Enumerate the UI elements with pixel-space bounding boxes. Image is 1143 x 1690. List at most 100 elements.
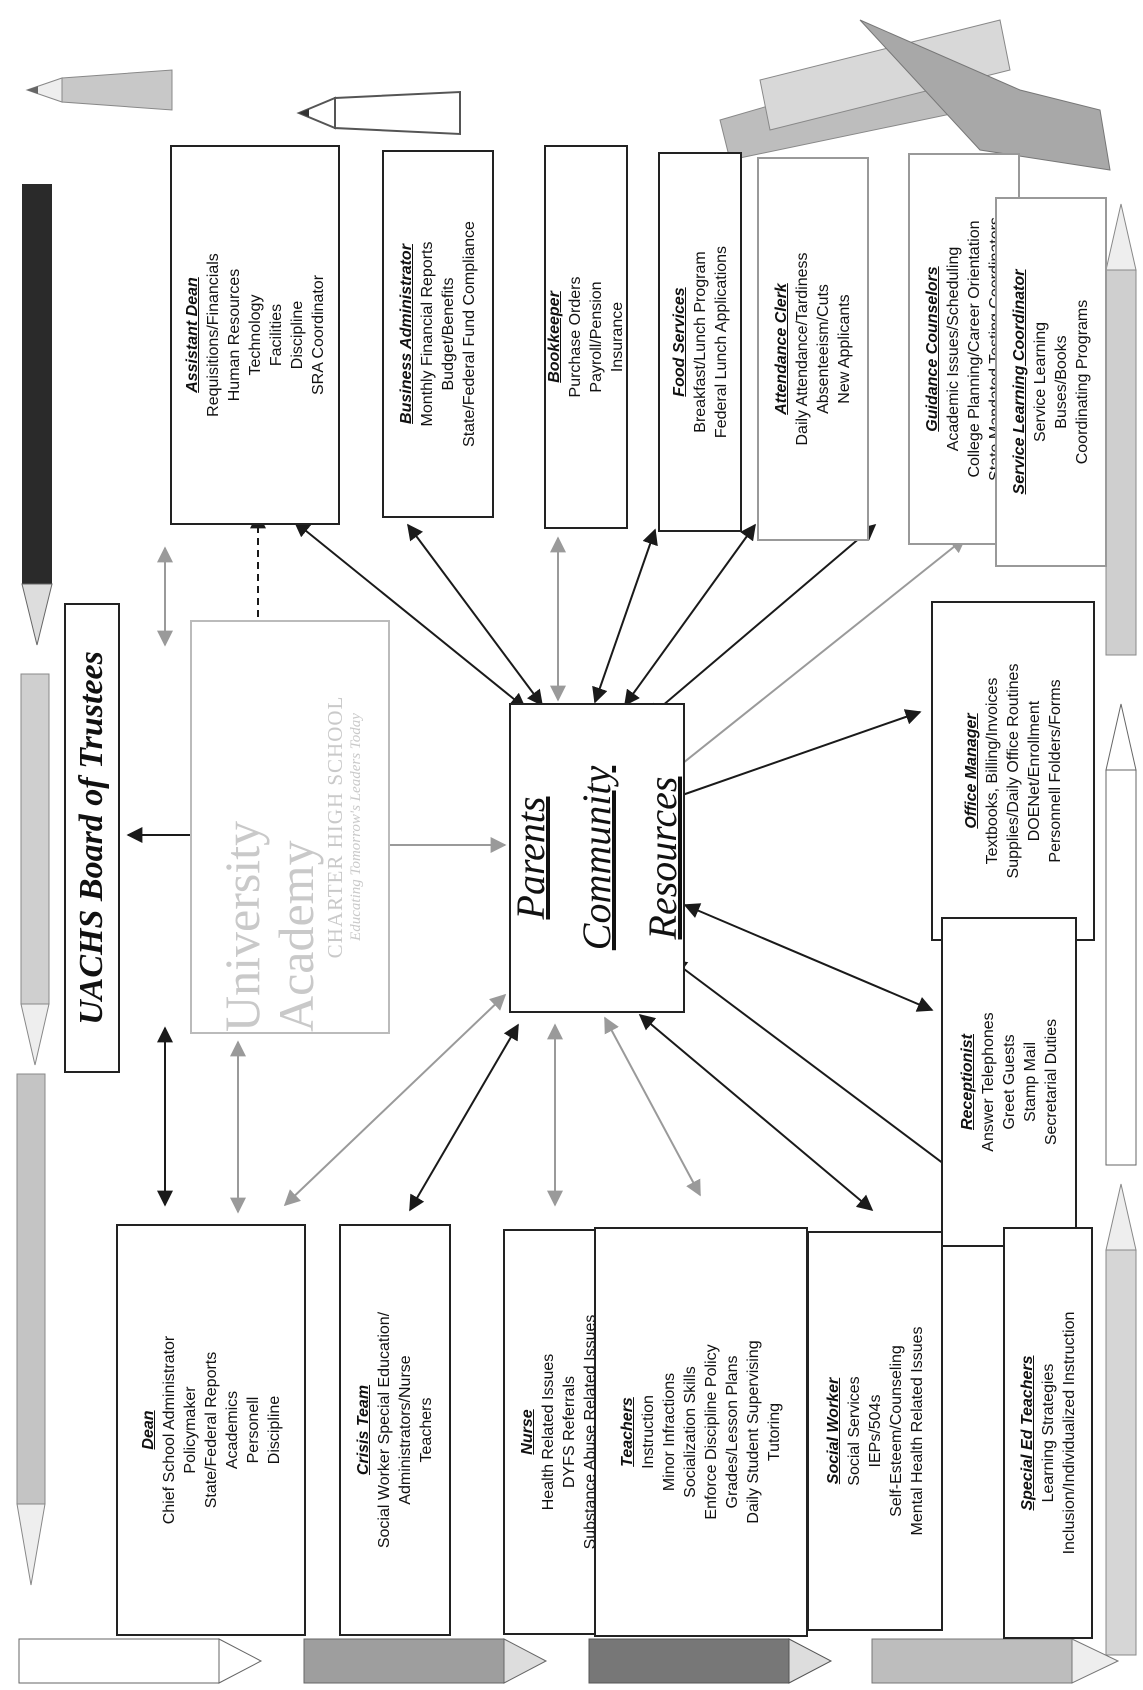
social-worker-title: Social Worker <box>824 1377 842 1485</box>
service-learning-coordinator-box: Service Learning Coordinator Service Lea… <box>995 197 1107 567</box>
box-line: Service Learning <box>1032 321 1049 443</box>
arrow-center-teachers <box>604 1016 701 1197</box>
box-line: Monthly Financial Reports <box>419 241 436 427</box>
box-line: Federal Lunch Applications <box>712 245 730 439</box>
box-line: Minor Infractions <box>661 1372 678 1492</box>
box-line: Tutoring <box>766 1402 783 1462</box>
social-worker-box: Social Worker Social Services IEPs/504s … <box>807 1231 943 1631</box>
box-line: Socialization Skills <box>682 1366 699 1498</box>
parents-community-resources-box: Parents Community Resources <box>508 703 685 1013</box>
guidance-counselors-title: Guidance Counselors <box>924 266 941 432</box>
box-line: Policymaker <box>181 1386 199 1474</box>
box-line: Requisitions/Financials <box>204 253 222 417</box>
box-line: Stamp Mail <box>1021 1041 1039 1123</box>
pencil-icon <box>296 90 461 136</box>
business-administrator-title: Business Administrator <box>398 244 415 424</box>
box-line: Teachers <box>418 1397 435 1463</box>
box-line: Grades/Lesson Plans <box>724 1355 741 1509</box>
arrow-center-crisis <box>409 1023 519 1212</box>
board-title: UACHS Board of Trustees <box>73 651 110 1025</box>
teachers-box: Teachers Instruction Minor Infractions S… <box>594 1227 808 1637</box>
box-line: Textbooks, Billing/Invoices <box>983 677 1001 865</box>
box-line: Facilities <box>267 303 285 367</box>
box-line: Human Resources <box>225 268 243 402</box>
pencil-icon <box>1105 703 1137 1166</box>
box-line: Daily Attendance/Tardiness <box>794 252 811 446</box>
office-manager-box: Office Manager Textbooks, Billing/Invoic… <box>931 601 1095 941</box>
board-of-trustees-banner: UACHS Board of Trustees <box>64 603 120 1073</box>
box-line: Personell <box>244 1396 262 1464</box>
food-services-box: Food Services Breakfast/Lunch Program Fe… <box>658 152 742 532</box>
arrow-center-attendance <box>624 523 756 707</box>
box-line: Payroll/Pension <box>588 281 605 393</box>
nurse-title: Nurse <box>519 1409 536 1455</box>
arrow-center-guidance <box>646 523 877 720</box>
dean-box: Dean Chief School Administrator Policyma… <box>116 1224 306 1636</box>
box-line: Academics <box>223 1390 241 1470</box>
bookkeeper-box: Bookkeeper Purchase Orders Payroll/Pensi… <box>544 145 628 529</box>
pencil-icon <box>18 1638 263 1684</box>
box-line: DYFS Referrals <box>561 1375 578 1489</box>
business-administrator-box: Business Administrator Monthly Financial… <box>382 150 494 518</box>
teachers-title: Teachers <box>619 1397 636 1467</box>
box-line: Mental Health Related Issues <box>908 1326 926 1536</box>
assistant-dean-box: Assistant Dean Requisitions/Financials H… <box>170 145 340 525</box>
logo-name: University Academy <box>214 820 324 1032</box>
arrow-center-receptionist <box>683 903 934 1012</box>
special-ed-teachers-box: Special Ed Teachers Learning Strategies … <box>1003 1227 1093 1639</box>
bookkeeper-title: Bookkeeper <box>546 291 563 383</box>
box-line: Absenteeism/Cuts <box>815 284 832 414</box>
box-line: Daily Student Supervising <box>745 1340 762 1524</box>
receptionist-title: Receptionist <box>958 1034 976 1131</box>
box-line: Self-Esteem/Counseling <box>887 1345 905 1517</box>
box-line: Social Services <box>845 1376 863 1486</box>
crisis-team-box: Crisis Team Social Worker Special Educat… <box>339 1224 451 1636</box>
assistant-dean-title: Assistant Dean <box>183 277 201 393</box>
receptionist-box: Receptionist Answer Telephones Greet Gue… <box>941 917 1077 1247</box>
box-line: State/Federal Reports <box>202 1351 220 1509</box>
box-line: Breakfast/Lunch Program <box>691 251 709 433</box>
box-line: Administrators/Nurse <box>397 1355 414 1505</box>
box-line: Personnell Folders/Forms <box>1046 679 1064 863</box>
box-line: Inclusion/Individualized Instruction <box>1060 1311 1078 1555</box>
box-line: Purchase Orders <box>567 276 584 398</box>
service-learning-title: Service Learning Coordinator <box>1011 269 1028 495</box>
office-manager-title: Office Manager <box>962 713 980 829</box>
arrow-center-social-worker <box>638 1013 874 1212</box>
dean-title: Dean <box>139 1410 157 1450</box>
box-line: New Applicants <box>836 294 853 404</box>
pencil-icon <box>21 184 53 646</box>
food-services-title: Food Services <box>670 287 688 397</box>
pencil-icon <box>1105 1183 1137 1656</box>
box-line: Enforce Discipline Policy <box>703 1344 720 1520</box>
box-line: SRA Coordinator <box>309 274 327 396</box>
box-line: Social Worker Special Education/ <box>376 1311 393 1549</box>
box-line: Greet Guests <box>1000 1034 1018 1130</box>
arrow-center-business-admin <box>407 523 543 707</box>
center-line: Parents <box>508 796 553 920</box>
box-line: Health Related Issues <box>540 1353 557 1511</box>
box-line: Insurance <box>609 301 626 373</box>
box-line: IEPs/504s <box>866 1394 884 1468</box>
box-line: Learning Strategies <box>1039 1363 1057 1503</box>
box-line: Discipline <box>288 300 306 370</box>
center-line: Resources <box>640 776 685 940</box>
box-line: Buses/Books <box>1053 335 1070 429</box>
box-line: Coordinating Programs <box>1074 299 1091 465</box>
logo-tagline: Educating Tomorrow's Leaders Today <box>348 713 364 941</box>
box-line: College Planning/Career Orientation <box>966 220 983 478</box>
box-line: Budget/Benefits <box>440 277 457 391</box>
box-line: Answer Telephones <box>979 1012 997 1152</box>
box-line: DOENet/Enrollment <box>1025 700 1043 842</box>
box-line: Academic Issues/Scheduling <box>945 246 962 452</box>
box-line: State/Federal Fund Compliance <box>461 221 478 447</box>
pencil-icon <box>16 1073 46 1586</box>
school-logo: University Academy CHARTER HIGH SCHOOL E… <box>190 620 390 1034</box>
attendance-clerk-title: Attendance Clerk <box>773 283 790 415</box>
box-line: Instruction <box>640 1395 657 1469</box>
crisis-team-title: Crisis Team <box>355 1384 372 1476</box>
box-line: Supplies/Daily Office Routines <box>1004 663 1022 879</box>
pencil-icon <box>1105 203 1137 656</box>
logo-school: CHARTER HIGH SCHOOL <box>323 695 347 959</box>
